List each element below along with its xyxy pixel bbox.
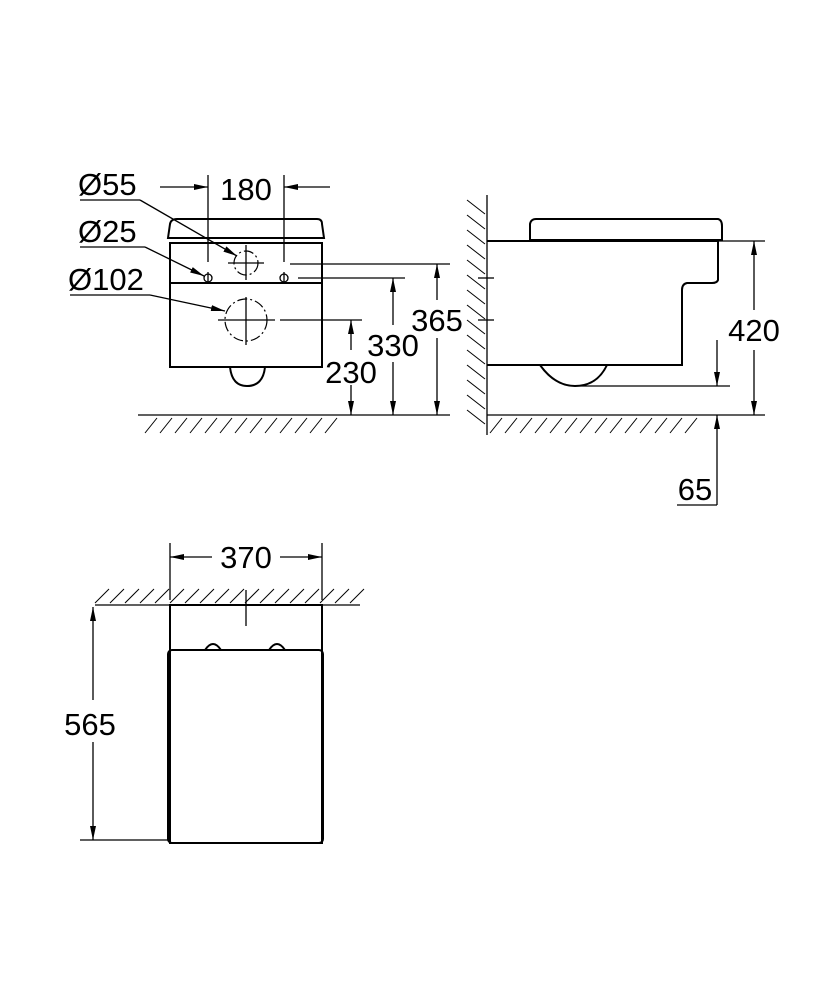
front-view: 180 Ø55 Ø25 Ø102 230 330 365 — [68, 167, 463, 434]
hatch-line — [349, 588, 365, 604]
hatch-line — [466, 274, 486, 290]
dim-365: 365 — [411, 303, 463, 338]
front-bowl — [229, 366, 266, 388]
top-view: 370 565 — [64, 540, 365, 844]
hatch-line — [324, 417, 338, 434]
hatch-line — [234, 417, 248, 434]
hatch-line — [549, 417, 563, 434]
hatch-line — [466, 349, 486, 365]
hatch-line — [189, 417, 203, 434]
dim-65: 65 — [678, 472, 712, 507]
hatch-line — [504, 417, 518, 434]
hatch-line — [244, 588, 260, 604]
label-d102: Ø102 — [68, 262, 144, 297]
hatch-line — [124, 588, 140, 604]
hatch-line — [159, 417, 173, 434]
hatch-line — [259, 588, 275, 604]
hatch-line — [466, 334, 486, 350]
hatch-line — [184, 588, 200, 604]
hatch-line — [466, 229, 486, 245]
side-seat — [529, 218, 723, 241]
hatch-line — [466, 319, 486, 335]
hatch-line — [669, 417, 683, 434]
label-d55: Ø55 — [78, 167, 137, 202]
hatch-line — [199, 588, 215, 604]
hatch-line — [489, 417, 503, 434]
hatch-line — [139, 588, 155, 604]
hatch-line — [274, 588, 290, 604]
hatch-line — [594, 417, 608, 434]
front-seat-lid — [166, 218, 326, 239]
hatch-line — [229, 588, 245, 604]
side-view: 420 65 — [466, 195, 780, 507]
hatch-line — [174, 417, 188, 434]
dim-230: 230 — [325, 355, 377, 390]
hatch-line — [294, 417, 308, 434]
hatch-line — [319, 588, 335, 604]
hatch-line — [466, 244, 486, 260]
front-body — [169, 242, 323, 368]
hatch-line — [466, 214, 486, 230]
hatch-line — [466, 394, 486, 410]
hatch-line — [154, 588, 170, 604]
hatching — [144, 417, 338, 434]
hatch-line — [214, 588, 230, 604]
top-seat — [167, 649, 324, 844]
hatch-line — [466, 289, 486, 305]
hatch-line — [304, 588, 320, 604]
hatch-line — [684, 417, 698, 434]
dim-420: 420 — [728, 313, 780, 348]
side-bowl — [539, 364, 608, 388]
dim-330: 330 — [367, 328, 419, 363]
hatching — [466, 199, 486, 425]
hatch-line — [109, 588, 125, 604]
hatch-line — [144, 417, 158, 434]
hatch-line — [609, 417, 623, 434]
hatch-line — [466, 379, 486, 395]
hatch-line — [624, 417, 638, 434]
hatch-line — [204, 417, 218, 434]
top-body — [169, 604, 323, 844]
hatch-line — [334, 588, 350, 604]
hatch-line — [466, 259, 486, 275]
hatching — [94, 588, 365, 604]
hatch-line — [169, 588, 185, 604]
label-d25: Ø25 — [78, 214, 137, 249]
dim-370: 370 — [220, 540, 272, 575]
side-body — [487, 240, 719, 366]
hatch-line — [289, 588, 305, 604]
dim-565: 565 — [64, 707, 116, 742]
hatch-line — [654, 417, 668, 434]
hatch-line — [466, 199, 486, 215]
hatch-line — [219, 417, 233, 434]
hatch-line — [466, 409, 486, 425]
hatch-line — [534, 417, 548, 434]
hatch-line — [579, 417, 593, 434]
hatching — [489, 417, 698, 434]
hatch-line — [309, 417, 323, 434]
hatch-line — [279, 417, 293, 434]
hatch-line — [519, 417, 533, 434]
hatch-line — [564, 417, 578, 434]
hatch-line — [249, 417, 263, 434]
hatch-line — [466, 364, 486, 380]
dim-180: 180 — [220, 172, 272, 207]
hatch-line — [94, 588, 110, 604]
hatch-line — [466, 304, 486, 320]
hatch-line — [639, 417, 653, 434]
hatch-line — [264, 417, 278, 434]
